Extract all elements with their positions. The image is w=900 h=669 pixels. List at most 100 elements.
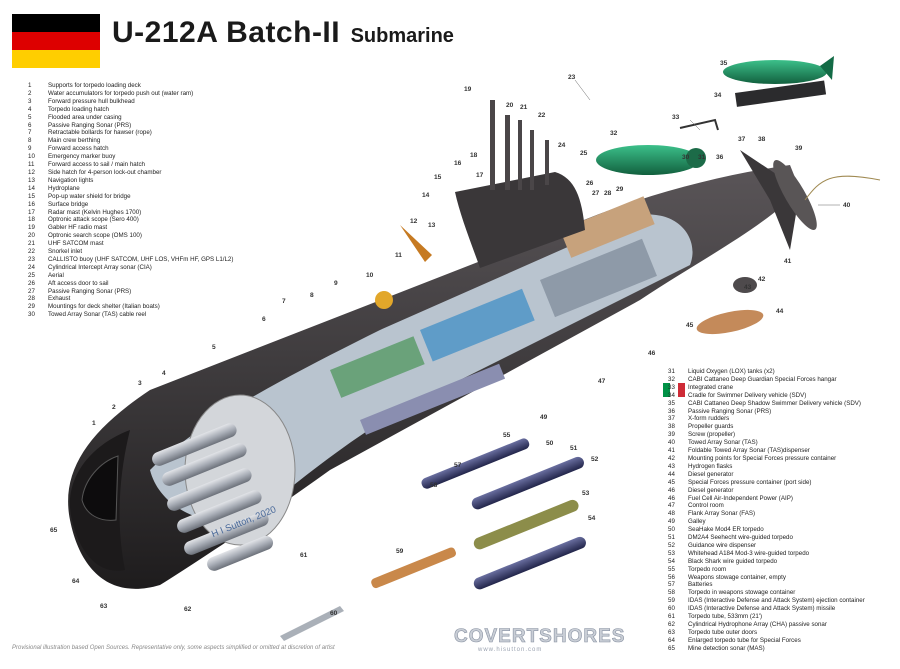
callout-number: 61 xyxy=(300,552,308,559)
legend-text: Exhaust xyxy=(48,295,71,303)
title-main: U-212A Batch-II xyxy=(112,16,341,49)
callout-number: 26 xyxy=(586,180,594,187)
callout-number: 21 xyxy=(520,104,528,111)
callout-number: 57 xyxy=(454,462,462,469)
legend-number: 26 xyxy=(28,279,35,287)
legend-number: 7 xyxy=(28,129,32,137)
callout-number: 44 xyxy=(776,308,784,315)
legend-number: 65 xyxy=(668,644,675,652)
legend-number: 5 xyxy=(28,113,32,121)
legend-number: 45 xyxy=(668,478,675,486)
torpedo-a184 xyxy=(473,499,579,550)
legend-text: Mountings for deck shelter (Italian boat… xyxy=(48,303,160,311)
legend-number: 30 xyxy=(28,311,35,319)
legend-text: Cylindrical Hydrophone Array (CHA) passi… xyxy=(688,621,827,628)
hydroplane xyxy=(400,225,432,262)
legend-number: 31 xyxy=(668,368,675,375)
legend-number: 64 xyxy=(668,636,675,644)
legend-text: Supports for torpedo loading deck xyxy=(48,82,141,89)
callout-number: 3 xyxy=(138,380,142,387)
idas-missile xyxy=(280,606,344,641)
callout-number: 23 xyxy=(568,74,576,81)
callout-number: 5 xyxy=(212,344,216,351)
crew-berthing xyxy=(329,336,425,398)
callout-number: 6 xyxy=(262,316,266,323)
legend-text: Screw (propeller) xyxy=(688,431,736,439)
special-forces-hangar xyxy=(596,145,706,175)
legend-number: 54 xyxy=(668,557,675,565)
callout-number: 19 xyxy=(464,86,472,93)
legend-number: 40 xyxy=(668,439,675,447)
legend-text: Propeller guards xyxy=(688,423,734,431)
legend-number: 24 xyxy=(28,263,35,271)
legend-text: Passive Ranging Sonar (PRS) xyxy=(688,407,772,415)
legend-text: Main crew berthing xyxy=(48,137,101,145)
callout-number: 13 xyxy=(428,222,436,229)
callout-number: 1 xyxy=(92,420,96,427)
legend-text: Torpedo in weapons stowage container xyxy=(688,589,796,597)
legend-text: Mine detection sonar (MAS) xyxy=(688,644,765,652)
legend-number: 22 xyxy=(28,248,35,256)
callout-number: 11 xyxy=(395,252,402,259)
callout-number: 49 xyxy=(540,414,548,421)
control-room xyxy=(420,288,535,362)
legend-text: UHF SATCOM mast xyxy=(48,240,104,248)
stern-rudders xyxy=(740,150,800,250)
legend-text: CALLISTO buoy (UHF SATCOM, UHF LOS, VHFm… xyxy=(48,255,234,263)
flag-stripe-black xyxy=(12,14,100,32)
legend-number: 20 xyxy=(28,232,35,240)
legend-number: 13 xyxy=(28,176,35,184)
flag-stripe-red xyxy=(677,383,685,397)
italy-flag-icon xyxy=(663,383,685,397)
legend-text: Snorkel inlet xyxy=(48,248,83,256)
legend-text: Mounting points for Special Forces press… xyxy=(688,454,837,462)
legend-number: 17 xyxy=(28,208,35,216)
callout-number: 4 xyxy=(162,370,166,377)
callout-number: 60 xyxy=(330,610,338,617)
legend-text: Forward pressure hull bulkhead xyxy=(48,97,135,105)
legend-number: 38 xyxy=(668,423,675,431)
callout-number: 36 xyxy=(716,154,724,161)
flag-stripe-green xyxy=(663,383,671,397)
legend-number: 36 xyxy=(668,407,675,415)
legend-text: Gabler HF radio mast xyxy=(48,224,108,232)
callout-number: 39 xyxy=(795,145,803,152)
callout-number: 18 xyxy=(470,152,478,159)
legend-number: 51 xyxy=(668,534,675,542)
callout-number: 34 xyxy=(714,92,722,99)
legend-number: 6 xyxy=(28,121,32,129)
sail xyxy=(455,172,585,268)
legend-text: IDAS (Interactive Defense and Attack Sys… xyxy=(688,597,865,605)
legend-number: 27 xyxy=(28,287,35,295)
legend-text: Side hatch for 4-person lock-out chamber xyxy=(48,168,162,176)
propeller xyxy=(773,160,817,230)
legend-number: 49 xyxy=(668,518,675,526)
legend-text: Aft access door to sail xyxy=(48,279,109,287)
legend-text: Radar mast (Kelvin Hughes 1700) xyxy=(48,208,142,216)
legend-text: Cradle for Swimmer Delivery vehicle (SDV… xyxy=(688,391,807,399)
brand-url: www.hisutton.com xyxy=(478,647,543,653)
diesel-generator xyxy=(733,277,757,293)
